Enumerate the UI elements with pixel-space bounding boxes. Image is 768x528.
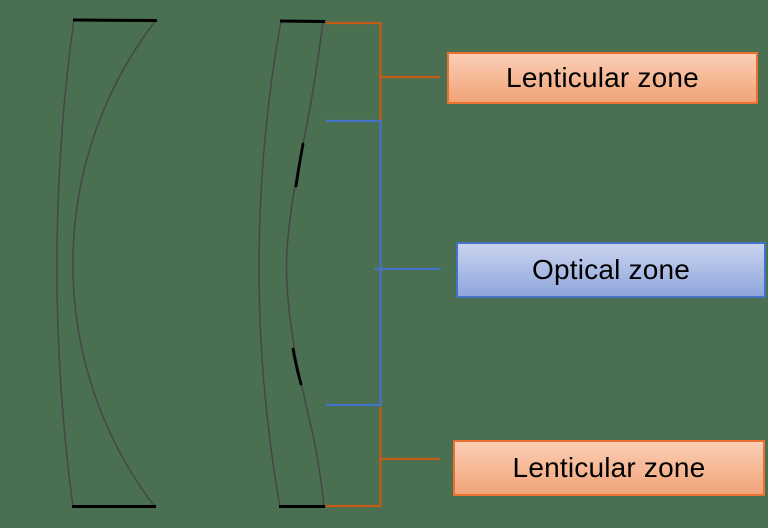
- original-lens-back-surface: [72, 19, 157, 508]
- label-lenticular-zone-top: Lenticular zone: [447, 52, 758, 104]
- label-optical-zone-text: Optical zone: [531, 254, 691, 285]
- optical-zone-bracket: [326, 119, 382, 407]
- zone-brackets: [326, 21, 441, 508]
- original-lens-front-surface: [56, 18, 75, 508]
- lenticularized-lens: [258, 19, 326, 508]
- upper-lenticular-junction-mark: [294, 142, 305, 188]
- lenticularized-lens-front-surface: [258, 20, 282, 508]
- original-lens-top-edge: [72, 18, 158, 22]
- original-lens: [56, 18, 158, 508]
- label-optical-zone: Optical zone: [456, 242, 766, 298]
- top-lenticular-zone-bracket: [326, 21, 382, 121]
- label-lenticular-zone-bottom: Lenticular zone: [453, 440, 765, 496]
- lenticularized-lens-top-edge: [279, 19, 326, 23]
- lenticularized-lens-back-surface: [285, 20, 325, 508]
- label-lenticular-zone-top-text: Lenticular zone: [506, 62, 699, 93]
- bottom-lenticular-zone-bracket: [326, 407, 382, 508]
- lower-lenticular-junction-mark: [291, 347, 303, 386]
- label-lenticular-zone-bottom-text: Lenticular zone: [512, 452, 706, 483]
